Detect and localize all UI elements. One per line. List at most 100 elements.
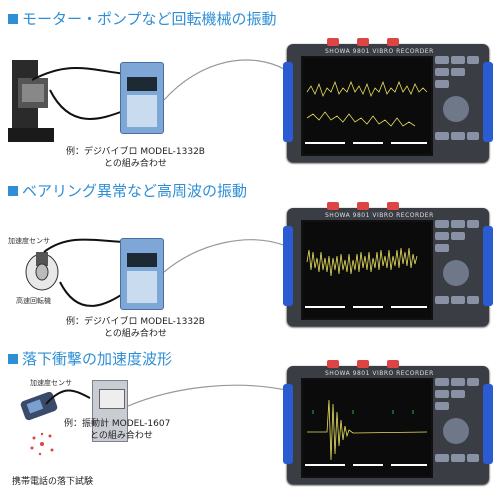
caption-line2: との組み合わせ <box>104 159 167 169</box>
bullet-square-icon <box>8 13 18 24</box>
panel-button[interactable] <box>451 56 465 64</box>
mobile-phone-image <box>20 392 58 421</box>
example-caption: 例：デジバイブロ MODEL-1332B との組み合わせ <box>66 316 205 340</box>
control-panel <box>435 220 479 316</box>
sensor-cable <box>45 389 91 405</box>
panel-button[interactable] <box>451 132 465 140</box>
panel-button[interactable] <box>435 378 449 386</box>
panel-button[interactable] <box>435 220 449 228</box>
recorder-cable <box>163 59 287 101</box>
section-heading: モーター・ポンプなど回転機械の振動 <box>8 8 277 29</box>
knob-icon <box>357 38 369 46</box>
panel-button[interactable] <box>435 80 449 88</box>
vibration-meter-device <box>92 380 128 442</box>
high-speed-rotor-image <box>25 252 59 291</box>
panel-button[interactable] <box>451 378 465 386</box>
panel-button[interactable] <box>467 454 479 462</box>
caption-line2: との組み合わせ <box>90 431 153 441</box>
heading-text: モーター・ポンプなど回転機械の振動 <box>22 10 277 28</box>
panel-button[interactable] <box>451 296 465 304</box>
panel-button[interactable] <box>467 296 479 304</box>
section-rotating-machinery: モーター・ポンプなど回転機械の振動 例：デジバイブロ MODEL-1332B と… <box>0 0 500 170</box>
section-drop-impact: 落下衝撃の加速度波形 加速度センサ 例：振動計 MODEL-1607 との組み合… <box>0 340 500 500</box>
panel-button[interactable] <box>451 68 465 76</box>
panel-button[interactable] <box>435 454 449 462</box>
dpad-control[interactable] <box>443 260 469 286</box>
recorder-screen <box>301 378 433 478</box>
digivibro-device <box>120 62 164 134</box>
panel-button[interactable] <box>435 68 449 76</box>
example-caption: 例：振動計 MODEL-1607 との組み合わせ <box>64 418 170 442</box>
section-bearing: ベアリング異常など高周波の振動 加速度センサ 高速回転機 例：デジバイブロ MO… <box>0 172 500 342</box>
recorder-screen <box>301 220 433 320</box>
panel-button[interactable] <box>451 454 465 462</box>
device-lcd <box>127 77 157 91</box>
knob-icon <box>327 202 339 210</box>
machine-label: 高速回転機 <box>16 297 51 305</box>
vibro-recorder: SHOWA 9801 VIBRO RECORDER <box>283 360 493 484</box>
panel-button[interactable] <box>467 132 479 140</box>
panel-button[interactable] <box>435 232 449 240</box>
panel-button[interactable] <box>435 244 449 252</box>
bullet-square-icon <box>8 185 18 196</box>
knob-icon <box>357 360 369 368</box>
phone-drop-label: 携帯電話の落下試験 <box>12 477 94 487</box>
example-caption: 例：デジバイブロ MODEL-1332B との組み合わせ <box>66 146 205 170</box>
recorder-brand: SHOWA 9801 VIBRO RECORDER <box>325 48 434 55</box>
impact-burst-icon <box>30 432 54 456</box>
caption-line1: 例：デジバイブロ MODEL-1332B <box>66 147 205 157</box>
waveform-display <box>305 399 428 466</box>
vibro-recorder: SHOWA 9801 VIBRO RECORDER <box>283 38 493 162</box>
caption-line1: 例：振動計 MODEL-1607 <box>64 419 171 429</box>
knob-icon <box>327 38 339 46</box>
panel-button[interactable] <box>467 378 479 386</box>
side-bumper <box>483 384 493 464</box>
waveform-display <box>305 80 428 144</box>
caption-line1: 例：デジバイブロ MODEL-1332B <box>66 317 205 327</box>
vibro-recorder: SHOWA 9801 VIBRO RECORDER <box>283 202 493 326</box>
side-bumper <box>283 62 293 142</box>
sensor-cable <box>43 238 127 307</box>
dpad-control[interactable] <box>443 96 469 122</box>
caption-line2: との組み合わせ <box>104 329 167 339</box>
panel-button[interactable] <box>451 220 465 228</box>
dpad-control[interactable] <box>443 418 469 444</box>
panel-button[interactable] <box>435 132 449 140</box>
panel-button[interactable] <box>467 220 479 228</box>
meter-dial <box>99 389 125 409</box>
heading-text: 落下衝撃の加速度波形 <box>22 350 173 368</box>
panel-button[interactable] <box>435 390 449 398</box>
device-lcd <box>127 253 157 267</box>
recorder-cable <box>127 384 287 407</box>
section-heading: ベアリング異常など高周波の振動 <box>8 180 247 201</box>
knob-icon <box>387 360 399 368</box>
sensor-label: 加速度センサ <box>8 237 50 245</box>
panel-button[interactable] <box>451 390 465 398</box>
recorder-cable <box>163 239 287 273</box>
digivibro-device <box>120 238 164 310</box>
device-panel <box>127 271 157 303</box>
bullet-square-icon <box>8 353 18 364</box>
panel-button[interactable] <box>467 56 479 64</box>
recorder-screen <box>301 56 433 156</box>
panel-button[interactable] <box>435 56 449 64</box>
device-panel <box>127 95 157 127</box>
panel-button[interactable] <box>451 232 465 240</box>
recorder-brand: SHOWA 9801 VIBRO RECORDER <box>325 212 434 219</box>
knob-icon <box>387 202 399 210</box>
knob-icon <box>327 360 339 368</box>
sensor-cable <box>31 66 127 120</box>
knob-icon <box>387 38 399 46</box>
sensor-label: 加速度センサ <box>30 379 72 387</box>
section-heading: 落下衝撃の加速度波形 <box>8 348 172 369</box>
panel-button[interactable] <box>435 296 449 304</box>
side-bumper <box>483 226 493 306</box>
side-bumper <box>283 226 293 306</box>
panel-button[interactable] <box>435 402 449 410</box>
side-bumper <box>283 384 293 464</box>
heading-text: ベアリング異常など高周波の振動 <box>22 182 248 200</box>
waveform-display <box>305 247 427 308</box>
knob-icon <box>357 202 369 210</box>
motor-machine-image <box>8 60 54 142</box>
recorder-brand: SHOWA 9801 VIBRO RECORDER <box>325 370 434 377</box>
